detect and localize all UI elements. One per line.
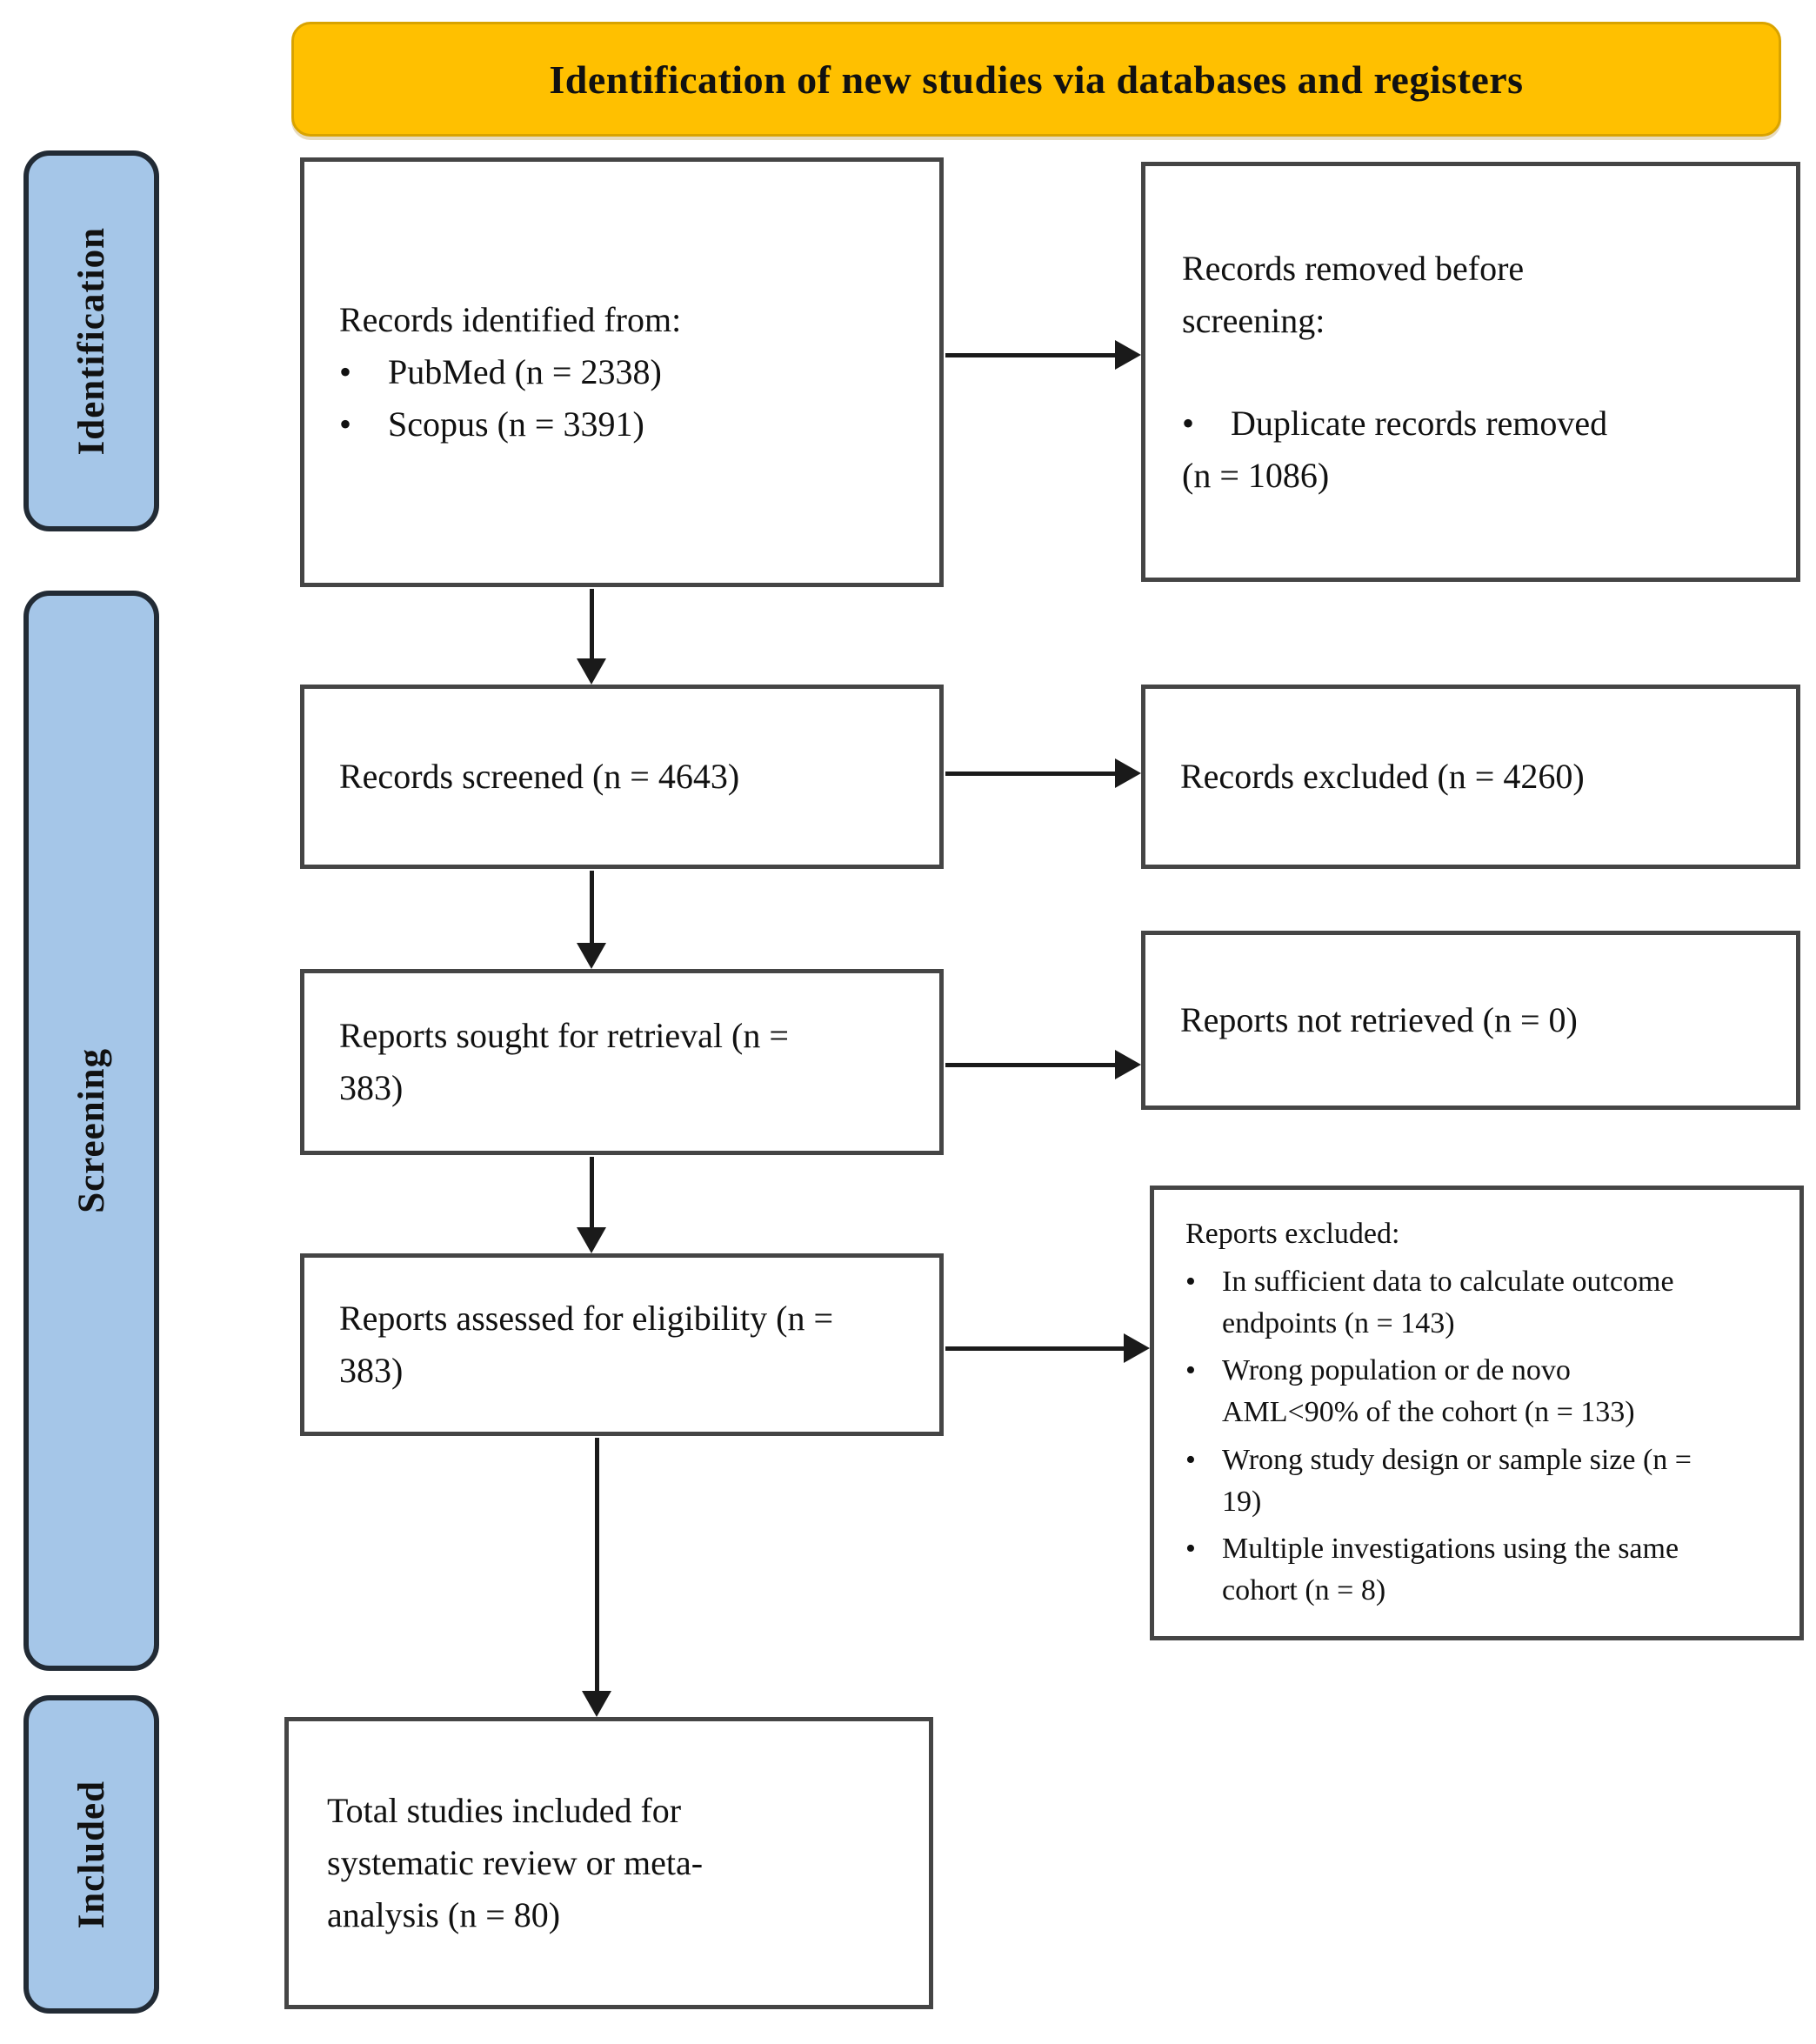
stage-identification-label: Identification [70,226,112,456]
total-included-box: Total studies included for systematic re… [284,1717,933,2009]
reports-sought-box: Reports sought for retrieval (n = 383) [300,969,944,1155]
records-screened-box: Records screened (n = 4643) [300,685,944,869]
arrow-shaft [945,353,1115,357]
arrowhead-down-icon [577,1227,606,1253]
line-spacer [1182,347,1669,397]
reports-sought-text: Reports sought for retrieval (n = 383) [339,1016,789,1107]
bullet-marker-icon: • [1182,403,1195,443]
stage-included: Included [23,1695,159,2014]
records-removed-box: Records removed before screening: • Duplic… [1141,162,1800,582]
stage-included-label: Included [70,1780,112,1929]
arrowhead-right-icon [1115,758,1141,788]
arrow-shaft [590,1157,594,1229]
records-screened-text: Records screened (n = 4643) [339,757,740,796]
bullet-item: • Scopus (n = 3391) [339,398,887,451]
reports-assessed-text: Reports assessed for eligibility (n = 38… [339,1299,834,1390]
bullet-text: Multiple investigations using the same c… [1222,1533,1679,1607]
bullet-marker-icon: • [339,404,352,444]
arrow-shaft [945,772,1115,776]
reports-not-retrieved-box: Reports not retrieved (n = 0) [1141,931,1800,1110]
stage-identification: Identification [23,150,159,531]
stage-screening-label: Screening [70,1048,112,1213]
arrowhead-down-icon [577,943,606,969]
arrow-shaft [590,589,594,660]
banner-title: Identification of new studies via databa… [549,57,1524,102]
records-identified-box: Records identified from: • PubMed (n = 233… [300,157,944,587]
bullet-item: • Multiple investigations using the same … [1185,1528,1695,1613]
bullet-text: Scopus (n = 3391) [388,404,644,444]
arrowhead-down-icon [577,658,606,685]
bullet-marker-icon: • [1185,1354,1196,1387]
arrowhead-right-icon [1115,1050,1141,1079]
bullet-marker-icon: • [1185,1533,1196,1566]
reports-excluded-box: Reports excluded: • In sufficient data to … [1150,1186,1804,1640]
arrow-shaft [945,1346,1124,1351]
text-line: Records identified from: [339,300,682,339]
banner: Identification of new studies via databa… [291,22,1781,137]
bullet-marker-icon: • [339,352,352,391]
bullet-item: • Duplicate records removed [1182,397,1669,450]
bullet-item: • Wrong study design or sample size (n = … [1185,1439,1695,1524]
bullet-text: In sufficient data to calculate outcome … [1222,1265,1674,1339]
bullet-marker-icon: • [1185,1265,1196,1298]
arrowhead-right-icon [1124,1333,1150,1363]
arrow-shaft [945,1063,1115,1067]
bullet-item: • PubMed (n = 2338) [339,346,887,398]
reports-not-retrieved-text: Reports not retrieved (n = 0) [1180,1000,1578,1039]
reports-assessed-box: Reports assessed for eligibility (n = 38… [300,1253,944,1436]
bullet-item: • In sufficient data to calculate outcome… [1185,1261,1695,1346]
arrow-shaft [590,871,594,945]
arrowhead-down-icon [582,1691,611,1717]
bullet-item: • Wrong population or de novo AML<90% of … [1185,1350,1695,1434]
bullet-text: Duplicate records removed [1231,403,1608,443]
records-excluded-box: Records excluded (n = 4260) [1141,685,1800,869]
text-line: (n = 1086) [1182,455,1330,495]
bullet-text: Wrong study design or sample size (n = 1… [1222,1443,1692,1518]
text-line: Records removed before screening: [1182,248,1525,340]
arrowhead-right-icon [1115,340,1141,370]
arrow-shaft [595,1438,599,1693]
records-excluded-text: Records excluded (n = 4260) [1180,757,1585,796]
bullet-marker-icon: • [1185,1443,1196,1476]
bullet-text: PubMed (n = 2338) [388,352,662,391]
stage-screening: Screening [23,591,159,1671]
total-included-text: Total studies included for systematic re… [327,1791,704,1934]
bullet-text: Wrong population or de novo AML<90% of t… [1222,1354,1635,1429]
text-line: Reports excluded: [1185,1218,1400,1251]
